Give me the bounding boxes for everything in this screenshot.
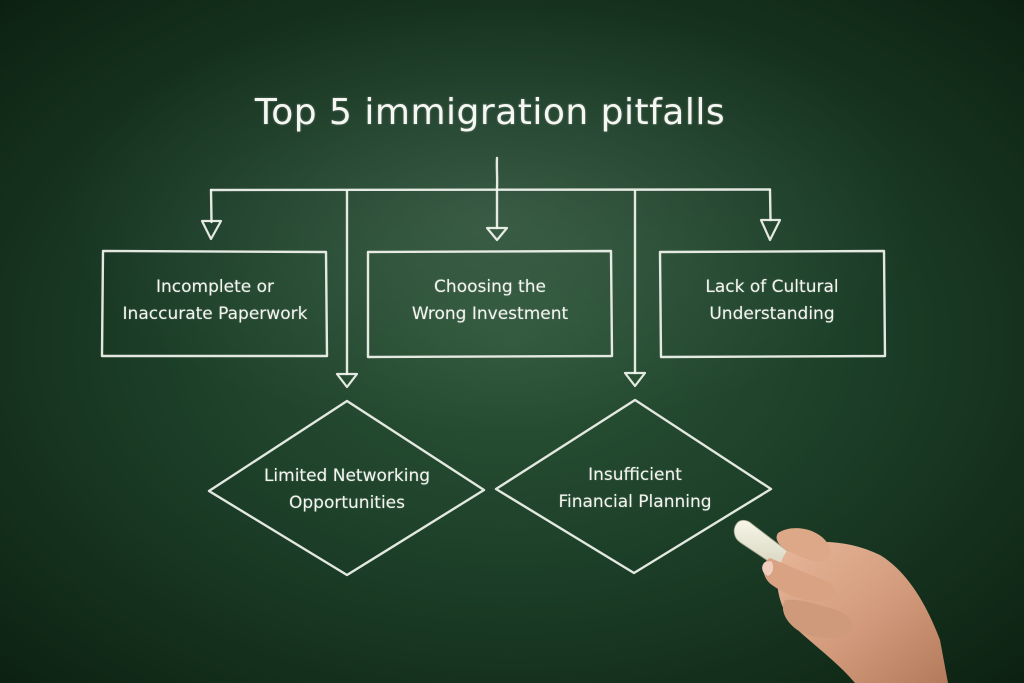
node-label-networking: Limited Networking Opportunities [230, 463, 464, 517]
connector-right [768, 188, 772, 222]
box-cultural [658, 249, 887, 359]
diamond-financial [494, 398, 773, 575]
node-label-paperwork: Incomplete or Inaccurate Paperwork [103, 274, 327, 328]
node-line: Inaccurate Paperwork [122, 304, 308, 324]
connector-bar [209, 188, 772, 192]
node-line: Insufficient [588, 465, 682, 485]
box-investment [366, 249, 614, 359]
arrow-head-left [200, 219, 223, 241]
arrow-head-right [759, 218, 782, 242]
node-line: Choosing the [434, 277, 546, 297]
connector-left [209, 188, 213, 224]
page-title: Top 5 immigration pitfalls [254, 92, 726, 133]
arrow-head-center [485, 226, 509, 242]
node-line: Financial Planning [558, 492, 712, 512]
node-line: Wrong Investment [411, 304, 569, 324]
node-line: Opportunities [289, 493, 405, 513]
node-label-financial: Insufficient Financial Planning [518, 462, 752, 516]
node-line: Understanding [709, 304, 835, 324]
node-line: Limited Networking [263, 466, 431, 486]
node-line: Lack of Cultural [705, 277, 839, 297]
arrow-head-networking [335, 372, 359, 389]
node-label-cultural: Lack of Cultural Understanding [660, 274, 884, 328]
node-label-investment: Choosing the Wrong Investment [368, 274, 612, 328]
box-paperwork [100, 249, 329, 358]
diamond-networking [207, 399, 486, 577]
node-line: Incomplete or [156, 277, 274, 297]
arrow-head-financial [623, 371, 647, 388]
